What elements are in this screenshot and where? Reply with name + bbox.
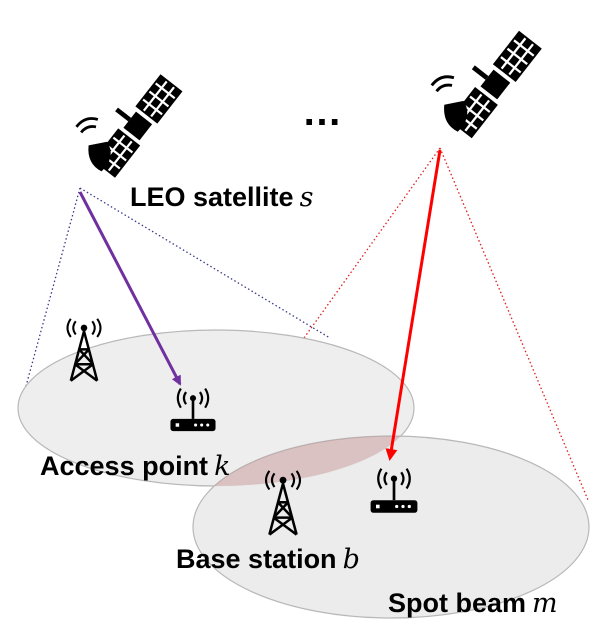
satellite-label-var: s (299, 182, 314, 213)
spot-beam-label-text: Spot beam (388, 588, 527, 618)
more-satellites-ellipsis: … (302, 90, 344, 134)
base-station-label-text: Base station (176, 544, 337, 574)
satellite-icon (77, 66, 183, 177)
right-beam-cone (225, 147, 589, 501)
left-beam-cone (19, 187, 331, 409)
satellite-label-text: LEO satellite (130, 182, 294, 212)
access-point-label-var: k (214, 451, 231, 482)
satellite-to-access-point-link (78, 191, 182, 386)
spot-beam-link (385, 149, 442, 461)
spot-beam-label-var: m (532, 588, 558, 619)
satellite-icon (432, 22, 542, 138)
base-station-label-var: b (342, 544, 360, 575)
access-point-label-text: Access point (40, 451, 209, 481)
spot-beam-coverage-area (192, 435, 590, 619)
